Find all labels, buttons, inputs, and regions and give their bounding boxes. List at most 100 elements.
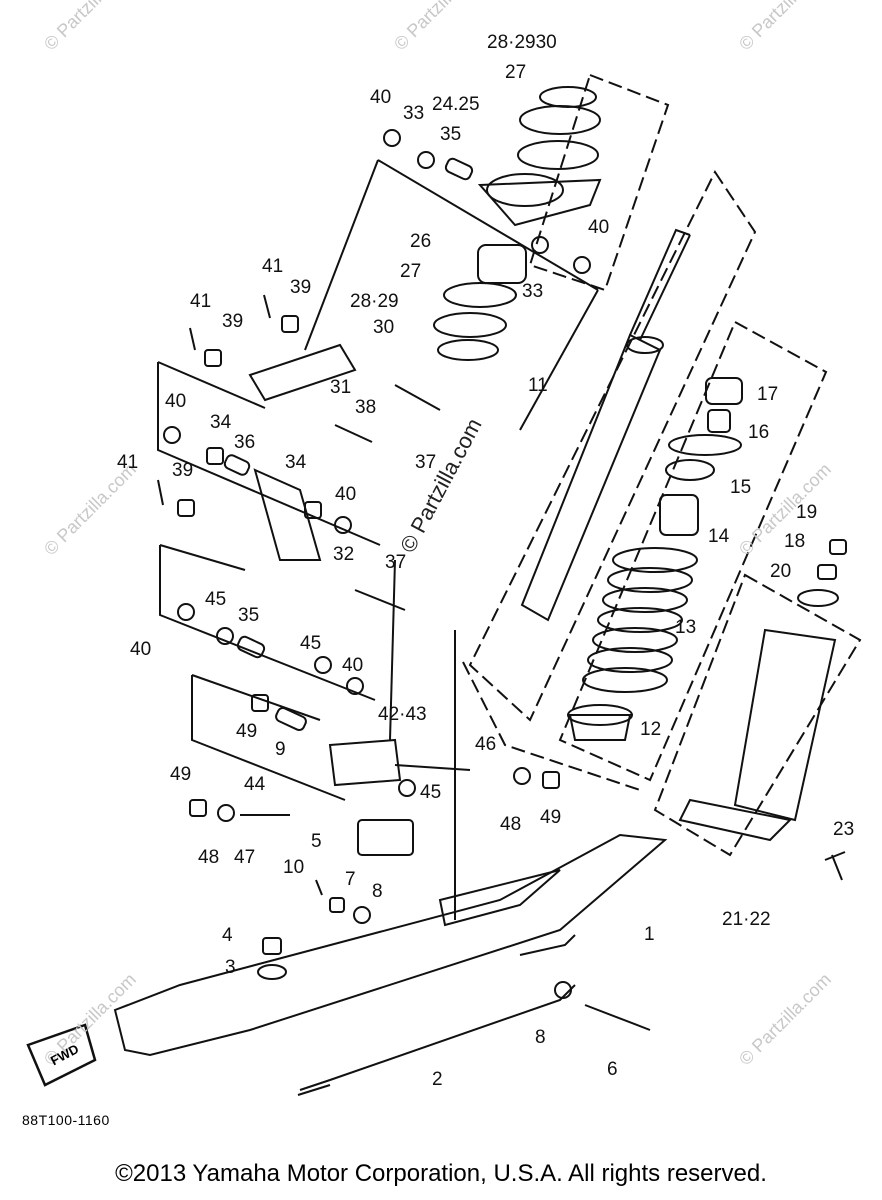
part-label: 40: [588, 217, 610, 238]
spindle-arm: [477, 178, 602, 227]
part-label: 45: [205, 589, 227, 610]
part-label: 27: [505, 62, 527, 83]
part-label: 40: [335, 484, 357, 505]
part-label: 20: [770, 561, 792, 582]
part-label: 1: [644, 924, 655, 945]
part-label: 16: [748, 422, 770, 443]
small-washers: [163, 129, 591, 822]
spring-coils: [582, 547, 698, 693]
part-label: 34: [210, 412, 232, 433]
part-label: 39: [290, 277, 312, 298]
bolt-37-upper: [394, 384, 441, 411]
upper-leader-box: [304, 159, 599, 431]
part-label: 3: [225, 957, 236, 978]
part-label: 23: [833, 819, 855, 840]
part-label: 30: [373, 317, 395, 338]
part-label: 24.25: [432, 94, 480, 115]
washer-3: [257, 964, 287, 980]
parts-diagram: © Partzilla.com © Partzilla.com © Partzi…: [22, 0, 862, 1128]
part-label: 48: [500, 814, 522, 835]
part-label: 38: [355, 397, 377, 418]
part-label: 8: [372, 881, 383, 902]
washer-20: [797, 589, 839, 607]
part-label: 45: [420, 782, 442, 803]
part-label: 49: [236, 721, 258, 742]
part-label: 36: [234, 432, 256, 453]
bracket-base: [678, 798, 793, 842]
part-label: 26: [410, 231, 432, 252]
copyright-notice: ©2013 Yamaha Motor Corporation, U.S.A. A…: [115, 1160, 767, 1187]
bolt-46: [394, 764, 471, 771]
part-label: 7: [345, 869, 356, 890]
part-label: 27: [400, 261, 422, 282]
part-label: 34: [285, 452, 307, 473]
washer-28-29: [433, 312, 507, 338]
nut-19: [829, 539, 847, 555]
small-nuts: [177, 315, 560, 817]
spring-outline: [558, 320, 828, 782]
runner: [299, 984, 576, 1091]
strut-body: [520, 333, 662, 622]
part-label: 42·43: [378, 704, 427, 725]
block-5: [357, 819, 414, 856]
seat-12: [568, 714, 632, 741]
part-label: 47: [234, 847, 256, 868]
pins-41: [157, 294, 271, 506]
part-label: 28·2930: [487, 32, 557, 53]
part-label: 41: [117, 452, 139, 473]
part-label: 17: [757, 384, 779, 405]
strut-outline: [468, 170, 757, 722]
bolt-6: [584, 1004, 651, 1031]
part-label: 35: [440, 124, 462, 145]
part-label: 14: [708, 526, 730, 547]
bracket-body: [733, 628, 837, 822]
part-label: 37: [415, 452, 437, 473]
part-label: 9: [275, 739, 286, 760]
drawing-code: 88T100-1160: [22, 1112, 110, 1128]
low-leader-box: [191, 674, 346, 801]
washer-27-top: [517, 140, 599, 170]
part-label: 40: [130, 639, 152, 660]
part-label: 10: [283, 857, 305, 878]
part-label: 35: [238, 605, 260, 626]
part-label: 19: [796, 502, 818, 523]
pin-10: [315, 879, 323, 896]
lower-outline: [462, 661, 641, 791]
part-label: 33: [403, 103, 425, 124]
part-label: 39: [172, 460, 194, 481]
part-label: 4: [222, 925, 233, 946]
fwd-arrow: [26, 1023, 97, 1087]
link-31: [248, 343, 357, 402]
part-label: 37: [385, 552, 407, 573]
seal-28-29-30: [539, 86, 597, 108]
diagram-line-art: [26, 73, 862, 1096]
washer-27: [443, 282, 517, 308]
part-label: 2: [432, 1069, 443, 1090]
riser-lines: [389, 559, 456, 920]
ski-runner-top: [519, 934, 576, 956]
washer-8b: [554, 981, 572, 999]
part-label: 39: [222, 311, 244, 332]
nut-4: [262, 937, 282, 955]
sleeves: [223, 157, 474, 732]
part-label: 41: [190, 291, 212, 312]
part-label: 5: [311, 831, 322, 852]
washer-30: [437, 339, 499, 361]
part-label: 8: [535, 1027, 546, 1048]
bolt-23: [824, 851, 846, 881]
part-label: 32: [333, 544, 355, 565]
collar-15: [665, 459, 715, 481]
part-label: 44: [244, 774, 266, 795]
part-label: 21·22: [722, 909, 771, 930]
ski-slot: [438, 869, 561, 927]
ski-body: [113, 833, 668, 1057]
part-label: 31: [330, 377, 352, 398]
bolt-38: [334, 424, 373, 443]
part-label: 40: [342, 655, 364, 676]
knuckle: [328, 738, 402, 787]
part-label: 45: [300, 633, 322, 654]
mid-leader-box: [159, 544, 376, 701]
part-label: 40: [370, 87, 392, 108]
washer-27b: [519, 105, 601, 135]
nut-18: [817, 564, 837, 580]
